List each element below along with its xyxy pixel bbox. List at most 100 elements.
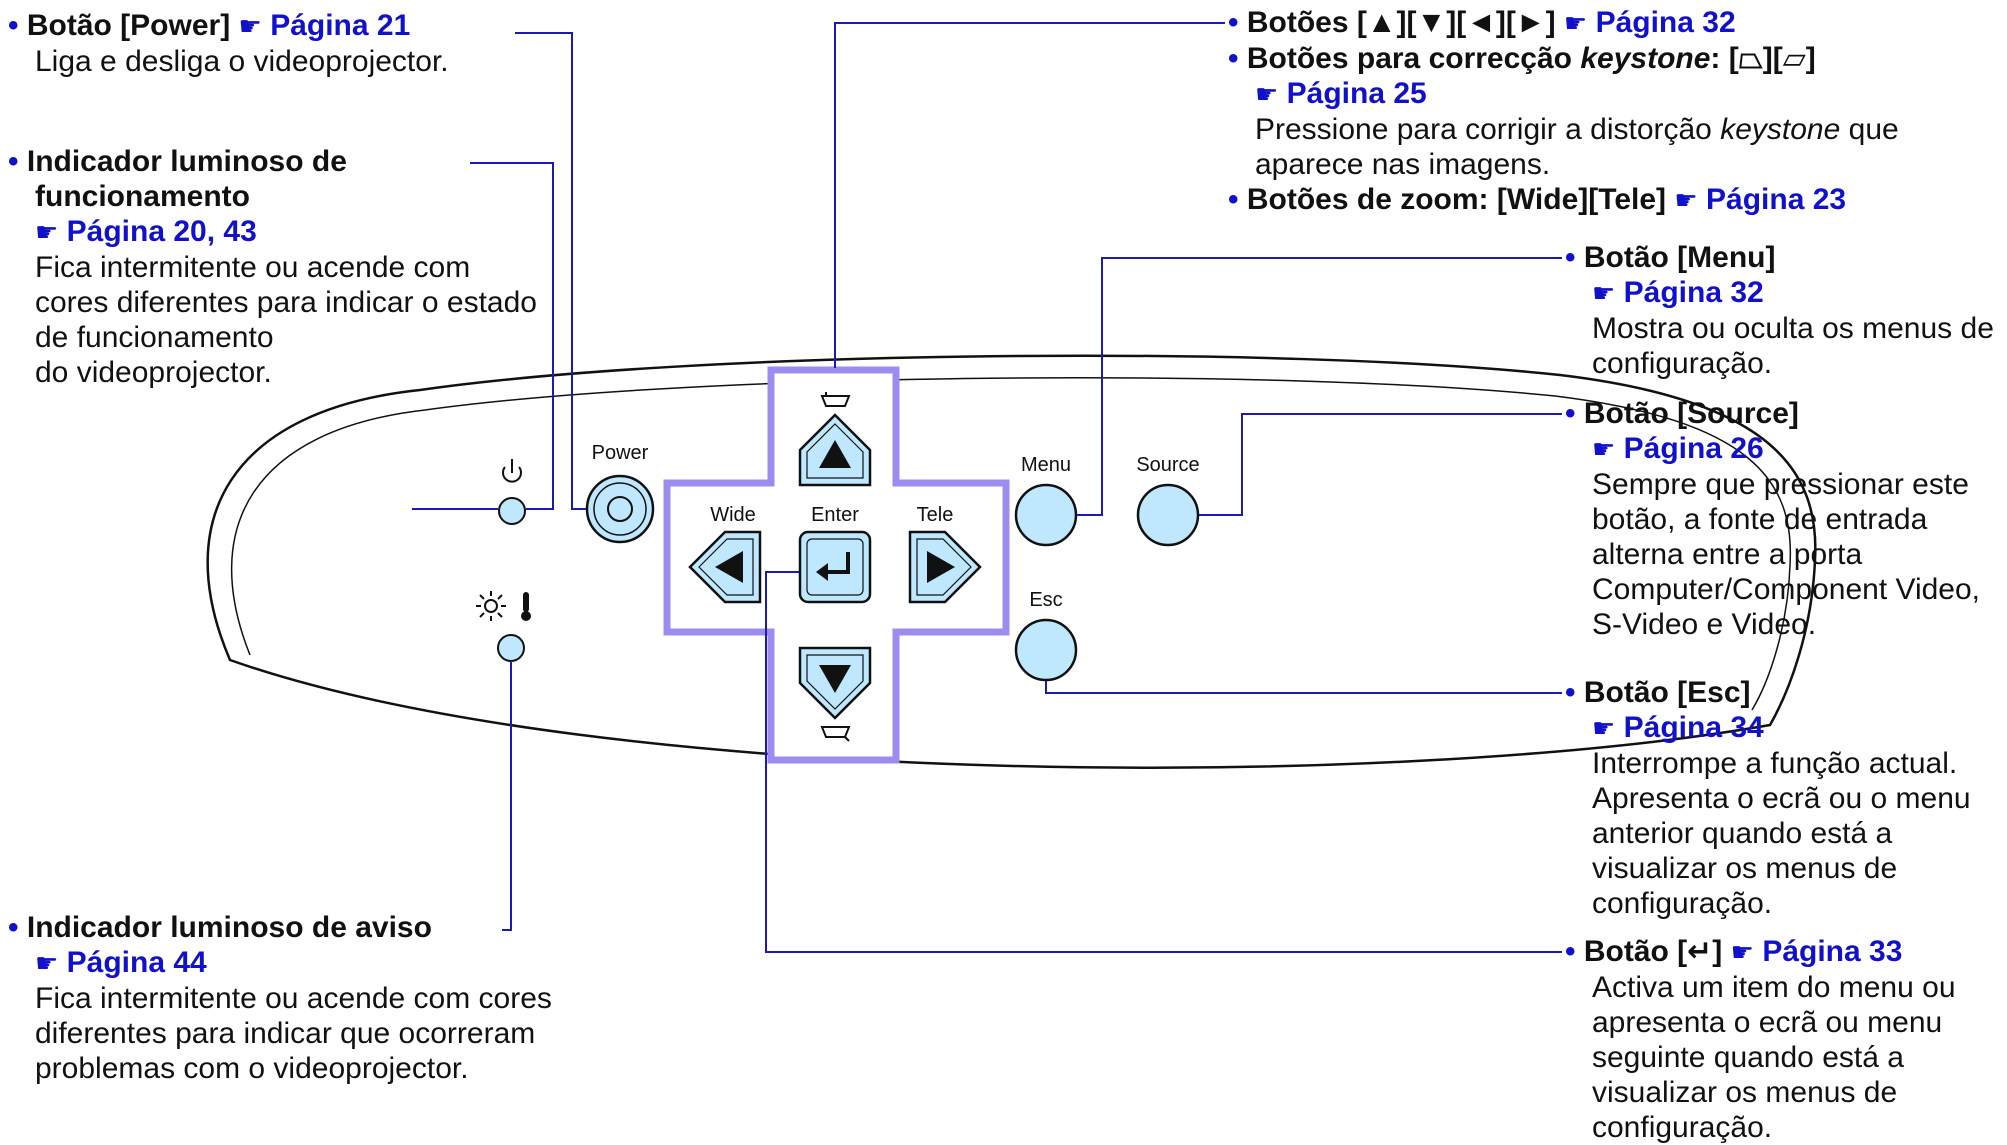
power-symbol-icon	[502, 459, 522, 483]
esc-button-desc-4: visualizar os menus de	[1592, 852, 1898, 885]
esc-button-desc-3: anterior quando está a	[1592, 817, 1893, 850]
esc-button-desc-5: configuração.	[1592, 887, 1773, 920]
down-keystone-button[interactable]	[798, 646, 872, 742]
esc-button[interactable]: Esc	[1014, 589, 1078, 682]
leader-lines	[412, 22, 1562, 953]
callout-warning-indicator: • Indicador luminoso de aviso ☛ Página 4…	[8, 910, 588, 1086]
leader-source	[1199, 413, 1562, 516]
arrow-buttons-page-link[interactable]: Página 32	[1595, 6, 1736, 39]
enter-button-page-link[interactable]: Página 33	[1762, 935, 1903, 968]
leader-power	[515, 32, 586, 510]
warning-indicator-page-link[interactable]: Página 44	[66, 946, 207, 979]
operation-indicator	[498, 459, 526, 525]
keystone-desc-a: Pressione para corrigir a distorção	[1255, 113, 1712, 146]
power-button-title: Botão [Power]	[26, 9, 231, 42]
keystone-top-icon	[820, 395, 851, 407]
operation-indicator-title-line2: funcionamento	[35, 180, 250, 213]
keystone-desc-em: keystone	[1720, 113, 1841, 146]
page-pointer-icon: ☛	[1592, 278, 1616, 308]
esc-button-desc-1: Interrompe a função actual.	[1592, 747, 1958, 780]
zoom-buttons-page-link[interactable]: Página 23	[1706, 183, 1847, 216]
source-button-desc-3: alterna entre a porta	[1592, 538, 1863, 571]
power-button-ring-icon	[607, 496, 633, 522]
menu-button-title: Botão [Menu]	[1583, 241, 1776, 274]
bullet-icon: •	[8, 911, 19, 944]
page-pointer-icon: ☛	[1592, 713, 1616, 743]
power-button-label: Power	[592, 442, 649, 464]
page-pointer-icon: ☛	[1255, 79, 1279, 109]
left-arrow-icon	[715, 551, 743, 583]
warning-indicator-desc-3: problemas com o videoprojector.	[35, 1052, 469, 1085]
page-pointer-icon: ☛	[1563, 8, 1588, 38]
callout-menu-button: • Botão [Menu] ☛ Página 32 Mostra ou ocu…	[1565, 240, 2005, 381]
menu-button[interactable]: Menu	[1014, 454, 1078, 547]
source-button-desc-1: Sempre que pressionar este	[1592, 468, 1969, 501]
bullet-icon: •	[1565, 397, 1576, 430]
menu-button-desc-2: configuração.	[1592, 347, 1773, 380]
lamp-icon	[476, 591, 506, 621]
esc-button-title: Botão [Esc]	[1583, 676, 1751, 709]
bullet-icon: •	[1228, 183, 1239, 216]
warning-indicator-light	[497, 634, 525, 662]
leader-warning-indicator	[502, 661, 512, 931]
enter-button-title: Botão [↵]	[1583, 935, 1723, 968]
enter-button-desc-2: apresenta o ecrã ou menu	[1592, 1006, 1943, 1039]
bullet-icon: •	[1565, 676, 1576, 709]
enter-button[interactable]: Enter	[798, 504, 872, 604]
esc-button-page-link[interactable]: Página 34	[1623, 711, 1764, 744]
operation-indicator-title-line1: Indicador luminoso de	[26, 145, 347, 178]
tele-right-button[interactable]: Tele	[908, 504, 982, 604]
operation-indicator-page-link[interactable]: Página 20, 43	[66, 215, 257, 248]
callout-esc-button: • Botão [Esc] ☛ Página 34 Interrompe a f…	[1565, 675, 2005, 921]
right-arrow-icon	[927, 551, 955, 583]
source-button-label: Source	[1136, 454, 1199, 476]
callout-operation-indicator: • Indicador luminoso de funcionamento ☛ …	[8, 144, 568, 390]
up-arrow-icon	[819, 440, 851, 468]
zoom-buttons-title: Botões de zoom: [Wide][Tele]	[1246, 183, 1667, 216]
enter-return-icon	[816, 552, 850, 581]
enter-button-desc-5: configuração.	[1592, 1111, 1773, 1144]
leader-arrows	[834, 22, 1225, 368]
operation-indicator-desc-1: Fica intermitente ou acende com	[35, 251, 471, 284]
keystone-buttons-page-link[interactable]: Página 25	[1286, 77, 1427, 110]
bullet-icon: •	[1565, 935, 1576, 968]
keystone-desc-line2: aparece nas imagens.	[1255, 148, 1551, 181]
wide-left-button[interactable]: Wide	[688, 504, 762, 604]
up-keystone-button[interactable]	[798, 392, 872, 487]
down-arrow-icon	[819, 665, 851, 693]
operation-indicator-light	[498, 497, 526, 525]
warning-indicator-desc-2: diferentes para indicar que ocorreram	[35, 1017, 536, 1050]
tele-button-label: Tele	[917, 504, 954, 526]
callout-power-button: • Botão [Power] ☛ Página 21 Liga e desli…	[8, 8, 528, 79]
esc-button-label: Esc	[1029, 589, 1062, 611]
bullet-icon: •	[8, 145, 19, 178]
source-button[interactable]: Source	[1136, 454, 1200, 547]
operation-indicator-desc-4: do videoprojector.	[35, 356, 272, 389]
enter-button-desc-3: seguinte quando está a	[1592, 1041, 1904, 1074]
enter-button-desc-4: visualizar os menus de	[1592, 1076, 1898, 1109]
source-button-title: Botão [Source]	[1583, 397, 1799, 430]
bullet-icon: •	[1228, 42, 1239, 75]
leader-esc	[1045, 681, 1562, 694]
control-panel-body	[206, 354, 1817, 769]
power-button-page-link[interactable]: Página 21	[270, 9, 411, 42]
operation-indicator-desc-2: cores diferentes para indicar o estado	[35, 286, 537, 319]
leader-operation-indicator	[470, 162, 554, 510]
page-pointer-icon: ☛	[1730, 937, 1754, 967]
callout-direction-buttons: • Botões [▲][▼][◄][►] ☛ Página 32 • Botõ…	[1228, 5, 1998, 218]
page-pointer-icon: ☛	[1674, 185, 1698, 215]
enter-button-label: Enter	[811, 504, 859, 526]
esc-button-desc-2: Apresenta o ecrã ou o menu	[1592, 782, 1971, 815]
thermometer-icon	[521, 592, 531, 621]
source-button-desc-4: Computer/Component Video,	[1592, 573, 1981, 606]
menu-button-page-link[interactable]: Página 32	[1623, 276, 1764, 309]
page-pointer-icon: ☛	[1592, 434, 1616, 464]
source-button-page-link[interactable]: Página 26	[1623, 432, 1764, 465]
power-button[interactable]: Power	[585, 442, 655, 544]
callout-enter-button: • Botão [↵] ☛ Página 33 Activa um item d…	[1565, 934, 2005, 1145]
warning-indicator-desc-1: Fica intermitente ou acende com cores	[35, 982, 552, 1015]
warning-indicator	[476, 591, 531, 662]
page-pointer-icon: ☛	[35, 948, 59, 978]
keystone-desc-b: que	[1848, 113, 1899, 146]
